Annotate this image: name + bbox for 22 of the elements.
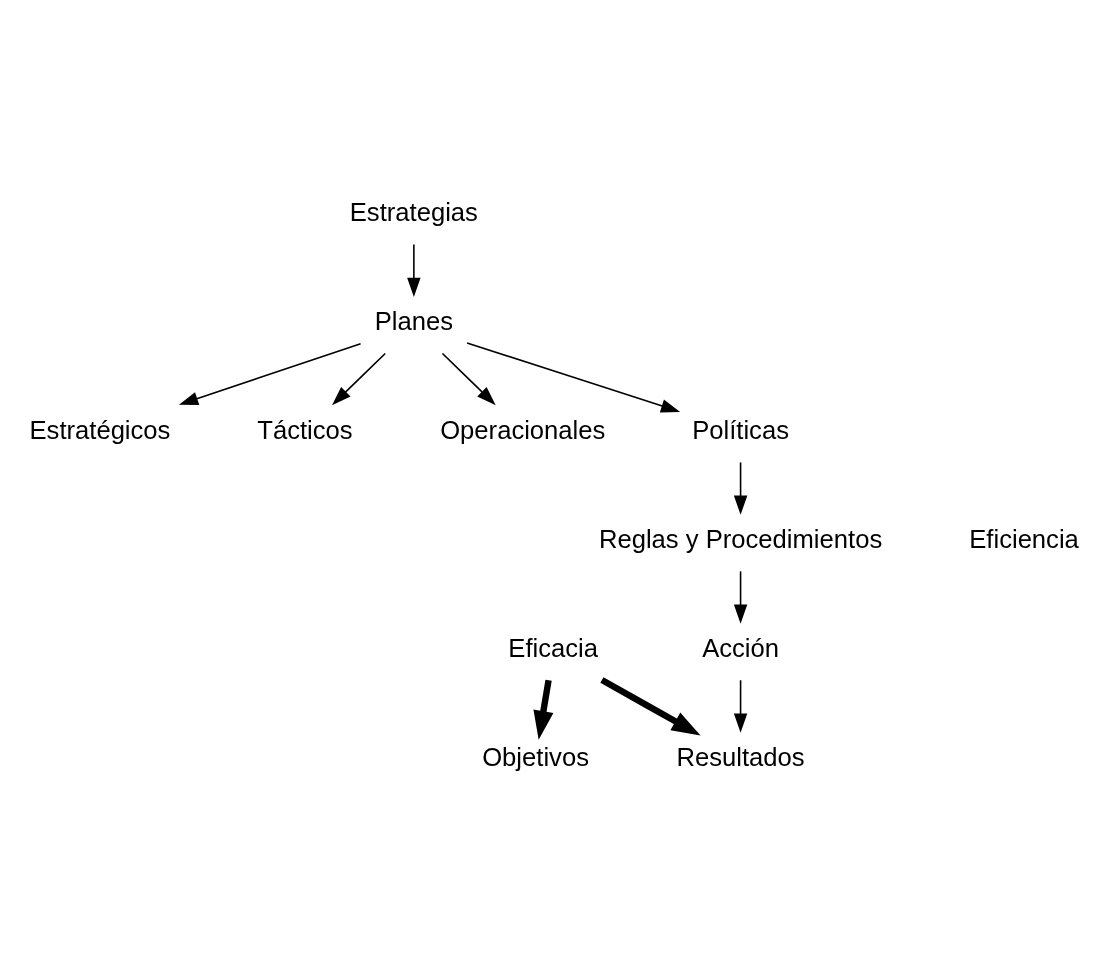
- arrow: [733, 679, 748, 733]
- arrow: [407, 243, 421, 297]
- node-text: Políticas: [692, 416, 789, 445]
- node-text: Acción: [702, 633, 780, 662]
- arrow: [600, 677, 701, 736]
- arrow: [733, 570, 748, 624]
- node-text: Tácticos: [257, 416, 353, 445]
- arrow: [441, 352, 496, 406]
- arrow: [466, 342, 681, 413]
- node-text: Estrategias: [349, 198, 478, 227]
- node-text: Operacionales: [440, 416, 606, 445]
- node-text: Planes: [374, 307, 454, 336]
- node-text: Eficacia: [508, 633, 599, 662]
- node-text: Resultados: [676, 742, 805, 771]
- node-text: Reglas y Procedimientos: [598, 525, 883, 554]
- arrow: [733, 461, 748, 515]
- node-text: Objetivos: [482, 742, 589, 771]
- arrow: [332, 352, 387, 406]
- node-text: Estratégicos: [29, 416, 171, 445]
- arrow: [178, 342, 362, 406]
- label: Eficiencia: [969, 525, 1079, 554]
- arrow: [533, 679, 554, 740]
